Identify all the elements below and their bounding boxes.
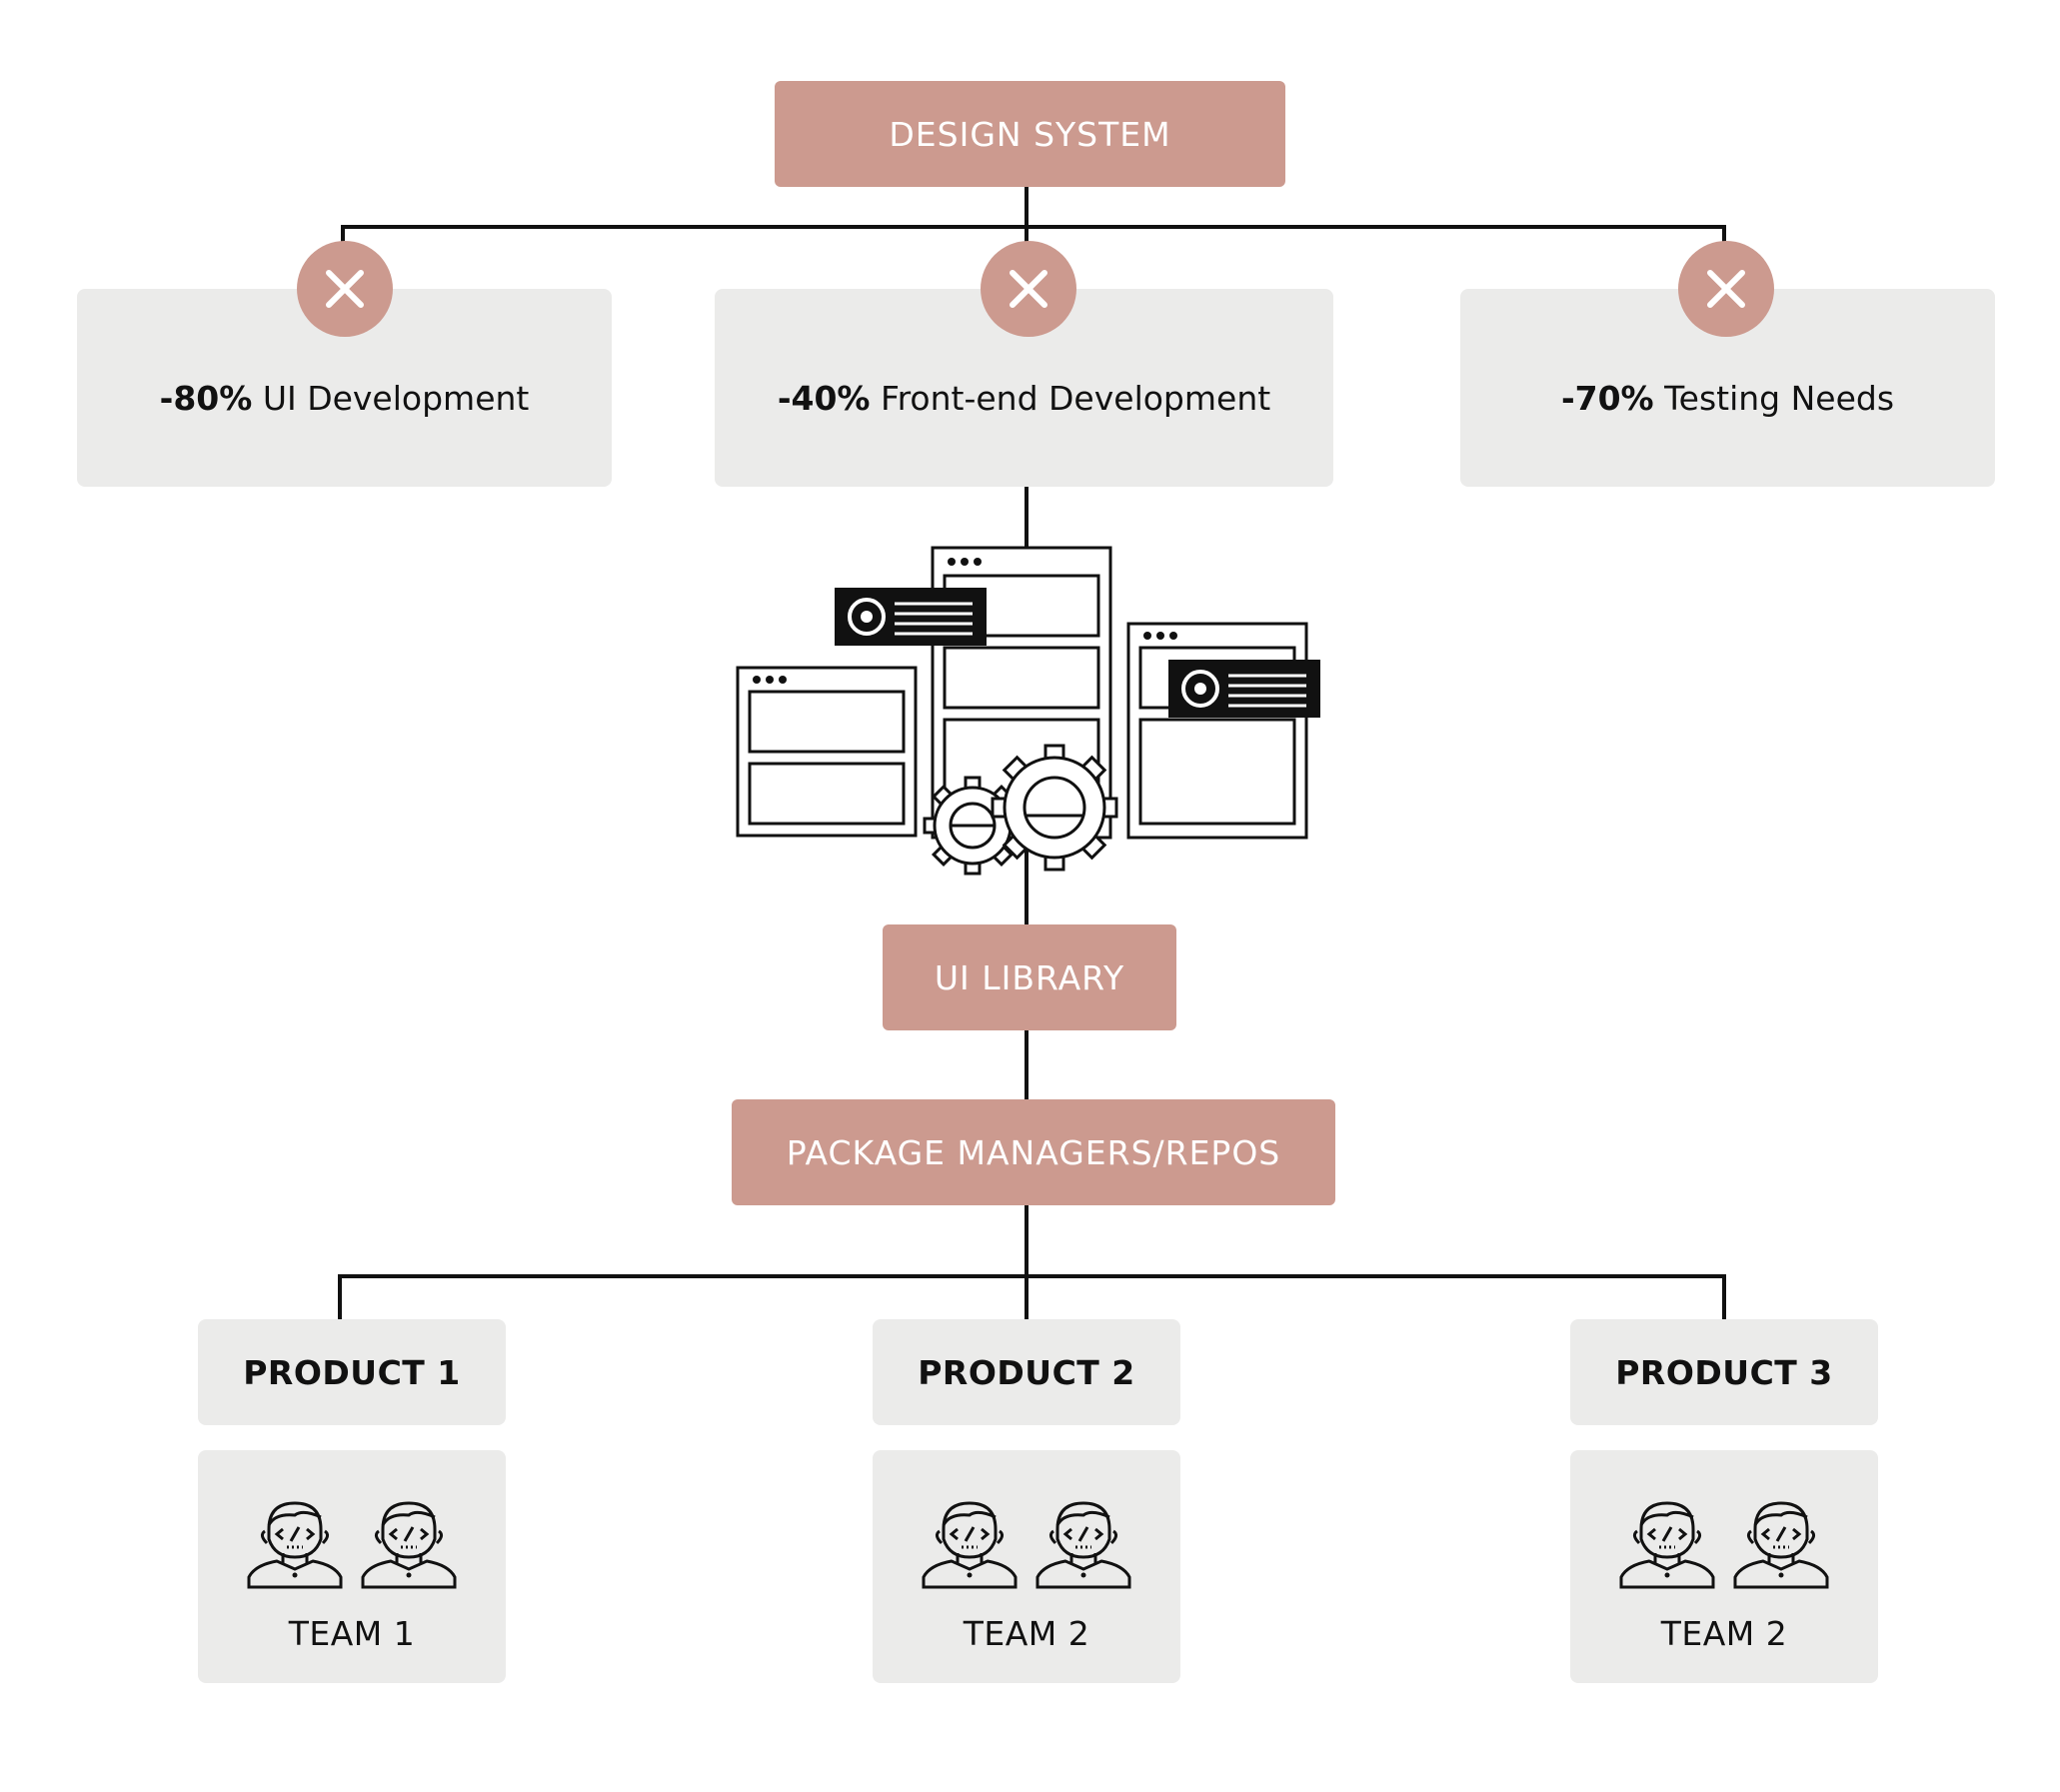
product-label: PRODUCT 1 — [243, 1352, 461, 1392]
close-icon — [1678, 241, 1774, 337]
ui-library-node: UI LIBRARY — [883, 924, 1176, 1030]
benefit-percent: -80% — [159, 378, 253, 418]
product-label: PRODUCT 3 — [1615, 1352, 1833, 1392]
team-label: TEAM 2 — [963, 1614, 1090, 1653]
package-managers-label: PACKAGE MANAGERS/REPOS — [786, 1132, 1281, 1172]
close-icon — [297, 241, 393, 337]
product-2-box: PRODUCT 2 — [873, 1319, 1180, 1425]
benefit-text: Front-end Development — [870, 378, 1271, 418]
team-3-box: TEAM 2 — [1570, 1450, 1878, 1683]
team-members — [1570, 1495, 1878, 1591]
benefit-text: Testing Needs — [1653, 378, 1895, 418]
developer-icon — [247, 1501, 343, 1589]
team-members — [873, 1495, 1180, 1591]
package-managers-node: PACKAGE MANAGERS/REPOS — [732, 1099, 1335, 1205]
team-2-box: TEAM 2 — [873, 1450, 1180, 1683]
team-1-box: TEAM 1 — [198, 1450, 506, 1683]
benefit-text: UI Development — [252, 378, 530, 418]
product-label: PRODUCT 2 — [918, 1352, 1135, 1392]
team-members — [198, 1495, 506, 1591]
developer-icon — [1733, 1501, 1829, 1589]
close-icon — [981, 241, 1076, 337]
design-system-node: DESIGN SYSTEM — [775, 81, 1285, 187]
product-3-box: PRODUCT 3 — [1570, 1319, 1878, 1425]
team-label: TEAM 1 — [288, 1614, 416, 1653]
design-system-label: DESIGN SYSTEM — [889, 114, 1171, 154]
product-1-box: PRODUCT 1 — [198, 1319, 506, 1425]
developer-icon — [922, 1501, 1018, 1589]
ui-components-gears-icon — [736, 546, 1320, 876]
ui-library-label: UI LIBRARY — [934, 957, 1125, 997]
developer-icon — [1035, 1501, 1131, 1589]
benefit-percent: -70% — [1560, 378, 1654, 418]
team-label: TEAM 2 — [1660, 1614, 1788, 1653]
developer-icon — [1619, 1501, 1715, 1589]
benefit-percent: -40% — [777, 378, 871, 418]
developer-icon — [361, 1501, 457, 1589]
